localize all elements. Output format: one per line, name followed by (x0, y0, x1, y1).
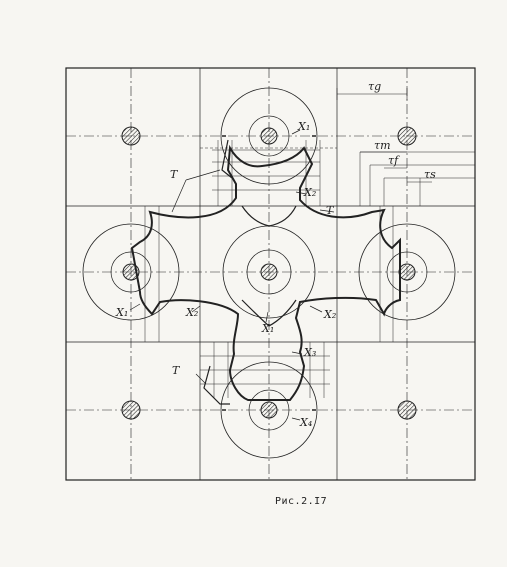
label-tau-s: τs (424, 168, 436, 181)
label-T-right: T (326, 204, 335, 217)
label-X2-left: X₂ (185, 306, 198, 319)
inner-profile (241, 205, 297, 327)
outer-frame (65, 67, 476, 481)
hatched-holes (121, 126, 417, 420)
large-circles (82, 87, 456, 459)
label-tau-m: τm (374, 139, 391, 152)
label-tau-f: τf (388, 154, 400, 167)
leader-lines (129, 129, 335, 421)
label-X1-top: X₁ (297, 120, 310, 133)
label-tau-g: τg (368, 80, 381, 93)
label-X2-right: X₂ (323, 308, 336, 321)
cross-contour (130, 144, 401, 401)
label-X1-center: X₁ (261, 322, 274, 335)
labels: T T T X₁ X₁ X₁ X₂ X₂ X₂ X₃ X₄ τg τm τf τ… (115, 80, 436, 429)
label-X1-left: X₁ (115, 306, 128, 319)
medium-circles (110, 115, 428, 431)
figure-caption: Рис.2.I7 (275, 496, 328, 507)
label-T-upper: T (170, 168, 179, 181)
label-X2-upper: X₂ (303, 186, 316, 199)
left-tooth (203, 139, 233, 405)
edge-ticks (222, 135, 316, 411)
label-X3: X₃ (303, 346, 316, 359)
label-T-lower: T (172, 364, 181, 377)
dimension-lines (336, 88, 432, 183)
label-X4: X₄ (299, 416, 312, 429)
